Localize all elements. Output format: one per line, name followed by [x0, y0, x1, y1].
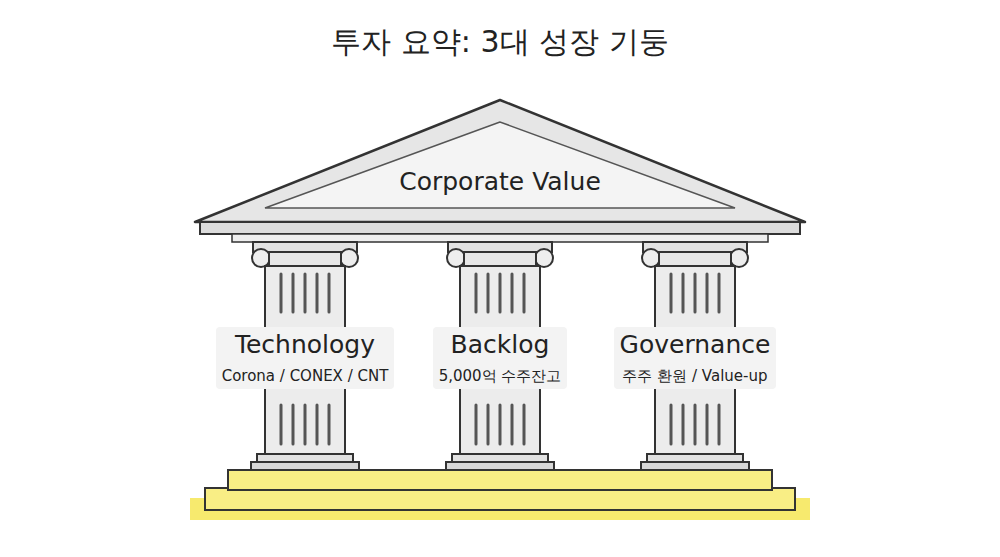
- flute: [280, 274, 283, 312]
- flute: [694, 274, 697, 312]
- capital-band: [269, 252, 341, 266]
- flute: [316, 274, 319, 312]
- column-base: [257, 454, 353, 462]
- capital-top: [253, 242, 357, 252]
- flute: [706, 405, 709, 444]
- pillar-label: TechnologyCorona / CONEX / CNT: [216, 327, 395, 389]
- flute: [304, 274, 307, 312]
- column-plinth: [251, 462, 359, 470]
- flute: [304, 405, 307, 444]
- body-text: 주주 환원 / Value-up: [620, 365, 771, 387]
- capital-top: [448, 242, 552, 252]
- volute: [535, 249, 553, 267]
- volute: [340, 249, 358, 267]
- capital-band: [464, 252, 536, 266]
- flute: [328, 274, 331, 312]
- flute: [706, 274, 709, 312]
- volute: [730, 249, 748, 267]
- flute: [694, 405, 697, 444]
- flute: [487, 405, 490, 444]
- flute: [292, 405, 295, 444]
- pediment-label: Corporate Value: [393, 167, 607, 197]
- volute: [642, 249, 660, 267]
- flute: [292, 274, 295, 312]
- column-base: [647, 454, 743, 462]
- heading-text: Technology: [222, 329, 389, 361]
- flute: [499, 405, 502, 444]
- heading-text: Corporate Value: [399, 167, 601, 197]
- flute: [511, 405, 514, 444]
- flute: [718, 405, 721, 444]
- body-text: 5,000억 수주잔고: [439, 365, 562, 387]
- flute: [511, 274, 514, 312]
- pillar-label: Governance 주주 환원 / Value-up: [614, 327, 777, 389]
- flute: [316, 405, 319, 444]
- flute: [499, 274, 502, 312]
- flute: [328, 405, 331, 444]
- flute: [487, 274, 490, 312]
- column-plinth: [641, 462, 749, 470]
- volute: [252, 249, 270, 267]
- flute: [682, 274, 685, 312]
- flute: [670, 274, 673, 312]
- capital-top: [643, 242, 747, 252]
- pediment: [195, 100, 805, 242]
- capital-band: [659, 252, 731, 266]
- flute: [280, 405, 283, 444]
- flute: [718, 274, 721, 312]
- flute: [523, 405, 526, 444]
- flute: [670, 405, 673, 444]
- body-text: Corona / CONEX / CNT: [222, 365, 389, 387]
- pillar-label: Backlog 5,000억 수주잔고: [433, 327, 568, 389]
- heading-text: Governance: [620, 329, 771, 361]
- heading-text: Backlog: [439, 329, 562, 361]
- column-base: [452, 454, 548, 462]
- flute: [475, 274, 478, 312]
- flute: [523, 274, 526, 312]
- flute: [475, 405, 478, 444]
- title: 투자 요약: 3대 성장 기둥: [0, 22, 1000, 63]
- temple-steps: [190, 470, 810, 520]
- flute: [682, 405, 685, 444]
- volute: [447, 249, 465, 267]
- column-plinth: [446, 462, 554, 470]
